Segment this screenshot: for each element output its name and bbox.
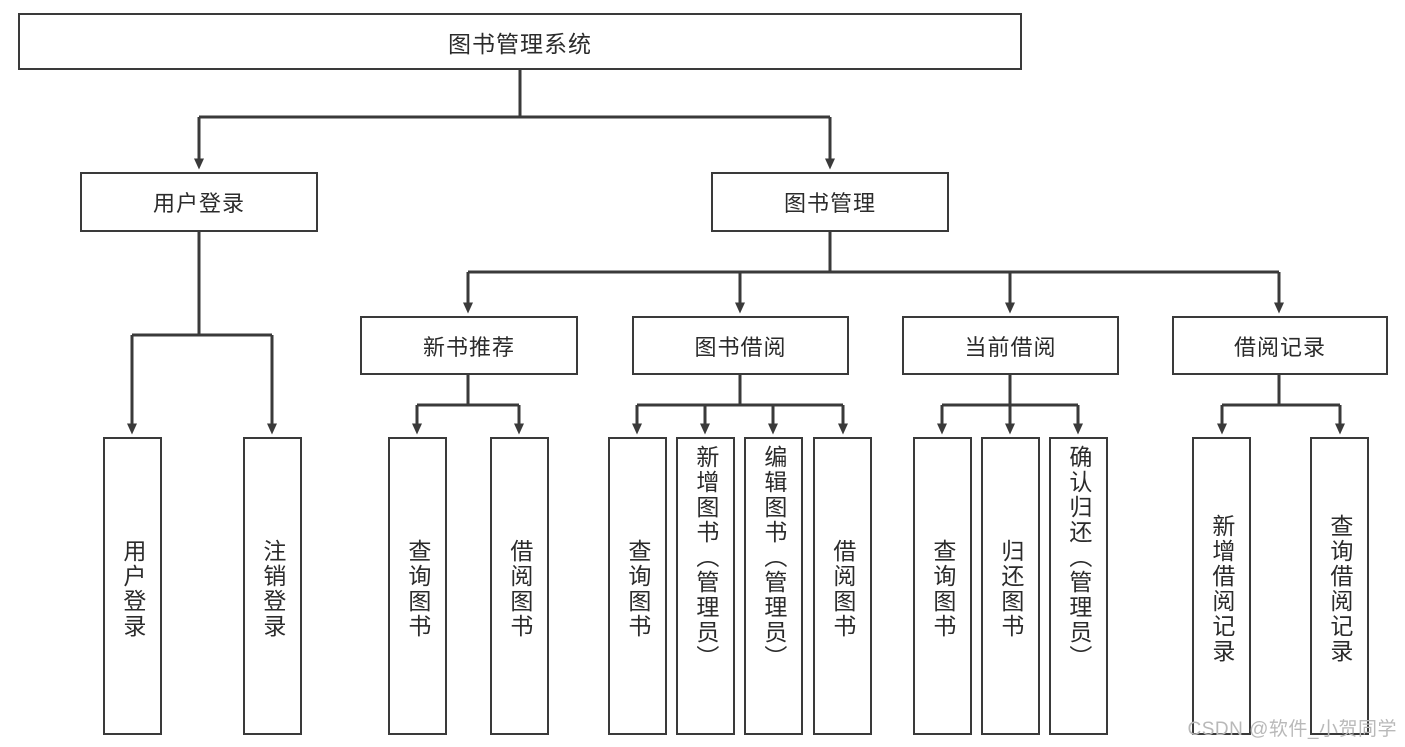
leaf-inner: 借阅图书 <box>815 445 870 733</box>
leaf-label: 新增图书（管理员） <box>692 445 719 670</box>
leaf-label: 用户登录 <box>119 539 146 639</box>
node-user-login[interactable]: 用户登录 <box>80 172 318 232</box>
leaf-label: 确认归还（管理员） <box>1065 445 1092 670</box>
node-label: 图书管理系统 <box>448 30 592 57</box>
leaf-inner: 用户登录 <box>105 445 160 733</box>
leaf-inner: 查询借阅记录 <box>1312 445 1367 733</box>
leaf-inner: 注销登录 <box>245 445 300 733</box>
leaf-user-login-login[interactable]: 用户登录 <box>103 437 162 735</box>
leaf-current-borrow-confirm-return-admin[interactable]: 确认归还（管理员） <box>1049 437 1108 735</box>
leaf-label: 归还图书 <box>997 539 1024 639</box>
node-borrow-record[interactable]: 借阅记录 <box>1172 316 1388 375</box>
node-label: 用户登录 <box>152 191 245 216</box>
leaf-label: 注销登录 <box>259 539 286 639</box>
watermark-csdn: CSDN @软件_小贺同学 <box>1187 719 1397 740</box>
leaf-inner: 确认归还（管理员） <box>1051 445 1106 733</box>
leaf-new-book-query-book[interactable]: 查询图书 <box>388 437 447 735</box>
leaf-borrow-record-add-record[interactable]: 新增借阅记录 <box>1192 437 1251 735</box>
leaf-label: 查询图书 <box>929 539 956 639</box>
leaf-inner: 借阅图书 <box>492 445 547 733</box>
leaf-inner: 查询图书 <box>610 445 665 733</box>
leaf-book-borrow-add-book-admin[interactable]: 新增图书（管理员） <box>676 437 735 735</box>
leaf-inner: 编辑图书（管理员） <box>746 445 801 733</box>
leaf-current-borrow-return-book[interactable]: 归还图书 <box>981 437 1040 735</box>
leaf-label: 借阅图书 <box>829 539 856 639</box>
node-label: 图书借阅 <box>694 334 787 360</box>
leaf-current-borrow-query-book[interactable]: 查询图书 <box>913 437 972 735</box>
leaf-book-borrow-borrow-book[interactable]: 借阅图书 <box>813 437 872 735</box>
leaf-book-borrow-query-book[interactable]: 查询图书 <box>608 437 667 735</box>
leaf-borrow-record-query-record[interactable]: 查询借阅记录 <box>1310 437 1369 735</box>
leaf-inner: 新增图书（管理员） <box>678 445 733 733</box>
node-root-library-management-system[interactable]: 图书管理系统 <box>18 13 1022 70</box>
node-book-borrow[interactable]: 图书借阅 <box>632 316 849 375</box>
node-label: 借阅记录 <box>1233 334 1326 360</box>
leaf-label: 借阅图书 <box>506 539 533 639</box>
leaf-label: 查询图书 <box>404 539 431 639</box>
node-book-management[interactable]: 图书管理 <box>711 172 949 232</box>
leaf-label: 新增借阅记录 <box>1208 514 1235 664</box>
leaf-inner: 归还图书 <box>983 445 1038 733</box>
leaf-label: 编辑图书（管理员） <box>760 445 787 670</box>
leaf-label: 查询图书 <box>624 539 651 639</box>
leaf-user-login-logout[interactable]: 注销登录 <box>243 437 302 735</box>
node-label: 图书管理 <box>783 191 876 216</box>
leaf-book-borrow-edit-book-admin[interactable]: 编辑图书（管理员） <box>744 437 803 735</box>
node-label: 新书推荐 <box>422 334 515 360</box>
node-new-book-recommend[interactable]: 新书推荐 <box>360 316 578 375</box>
leaf-inner: 查询图书 <box>390 445 445 733</box>
leaf-label: 查询借阅记录 <box>1326 514 1353 664</box>
node-label: 当前借阅 <box>964 334 1057 360</box>
leaf-new-book-borrow-book[interactable]: 借阅图书 <box>490 437 549 735</box>
node-current-borrow[interactable]: 当前借阅 <box>902 316 1119 375</box>
leaf-inner: 查询图书 <box>915 445 970 733</box>
leaf-inner: 新增借阅记录 <box>1194 445 1249 733</box>
